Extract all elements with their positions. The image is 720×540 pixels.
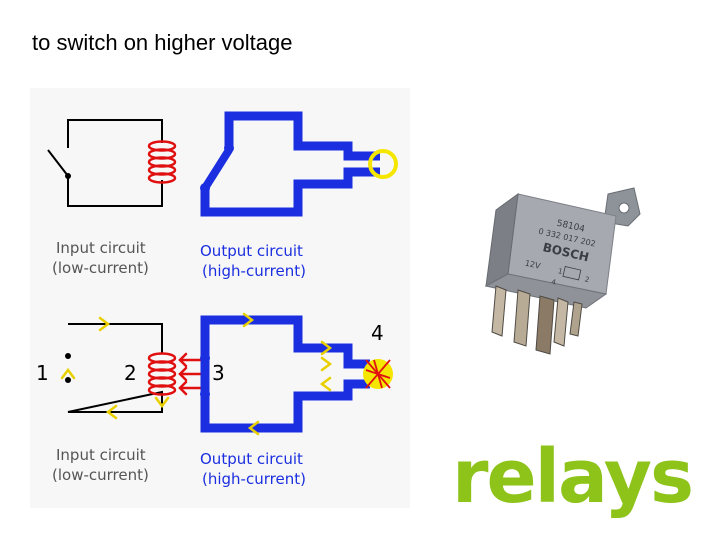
input-flow-arrows: [60, 316, 170, 420]
top-output-contact: [224, 143, 234, 153]
label-4: 4: [371, 321, 384, 345]
bottom-output-caption-2: (high-current): [202, 470, 306, 488]
bottom-input-caption-1: Input circuit: [56, 446, 146, 464]
relay-pins: [491, 285, 583, 355]
output-flow-arrows: [242, 312, 333, 436]
bottom-switch-bottom: [65, 377, 71, 383]
bottom-output-pivot: [200, 389, 210, 399]
bottom-lamp-lit: [363, 359, 393, 389]
relay-terminal-1: 1: [557, 267, 563, 276]
label-2: 2: [124, 361, 137, 385]
relay-terminal-4: 4: [551, 278, 558, 287]
top-switch-pivot: [65, 173, 71, 179]
relay-terminal-2: 2: [584, 275, 590, 284]
top-panel: Input circuit (low-current) Output circu…: [47, 111, 398, 280]
label-1: 1: [36, 361, 49, 385]
top-output-pivot: [200, 183, 210, 193]
relays-title: relays: [452, 434, 694, 520]
relay-photo: 58104 0 332 017 202 BOSCH 12V 1 2 4: [484, 187, 641, 355]
diagram-background: [30, 88, 410, 508]
top-output-wire: [200, 111, 380, 217]
top-input-wire: [67, 119, 163, 207]
bottom-output-wire: [200, 315, 370, 433]
slide-heading: to switch on higher voltage: [32, 30, 293, 55]
relay-circuit-diagram: Input circuit (low-current) Output circu…: [30, 88, 410, 508]
label-3: 3: [212, 361, 225, 385]
bottom-switch-top: [65, 353, 71, 359]
top-coil: [147, 140, 177, 184]
top-output-caption-1: Output circuit: [200, 242, 303, 260]
relay-tab-hole: [618, 202, 630, 214]
bottom-coil: [147, 352, 177, 396]
bottom-panel: 1 2 3 4 Input circuit (low-current) Outp…: [36, 312, 393, 488]
bottom-output-caption-1: Output circuit: [200, 450, 303, 468]
top-input-switch: [47, 149, 69, 177]
relay-label-voltage: 12V: [524, 258, 542, 270]
top-input-caption-1: Input circuit: [56, 239, 146, 257]
magnetic-pull-arrows: [178, 352, 204, 396]
top-lamp: [368, 149, 398, 179]
top-input-caption-2: (low-current): [52, 259, 149, 277]
top-output-switch: [201, 146, 233, 192]
bottom-output-contact: [200, 353, 210, 363]
top-output-caption-2: (high-current): [202, 262, 306, 280]
bottom-input-caption-2: (low-current): [52, 466, 149, 484]
bottom-input-wire: [67, 323, 163, 413]
